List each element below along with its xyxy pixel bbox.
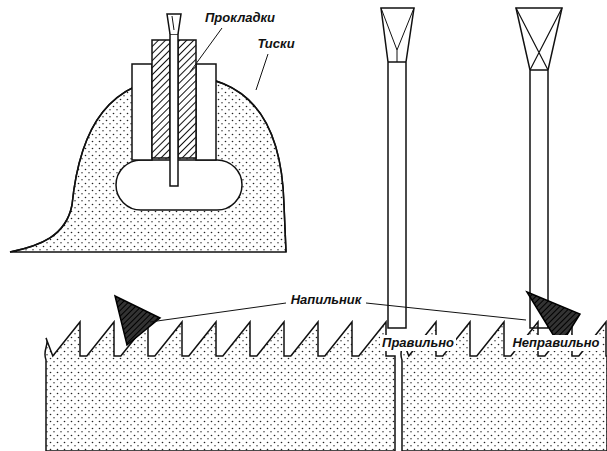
- blade-correct: [381, 8, 414, 328]
- leader-line: [256, 54, 268, 90]
- caption-label: Неправильно: [510, 335, 601, 351]
- blade-incorrect: [516, 8, 562, 328]
- caption-label: Правильно: [380, 335, 456, 351]
- vise: [10, 64, 286, 252]
- saw-teeth-left: [45, 322, 395, 451]
- saw-blade: [167, 14, 181, 186]
- part-label: Напильник: [289, 292, 364, 308]
- part-label: Тиски: [255, 36, 296, 52]
- leader-line: [150, 303, 286, 322]
- leader-line: [190, 28, 222, 72]
- file-section: [115, 296, 160, 345]
- part-label: Прокладки: [203, 10, 277, 26]
- leader-line: [366, 303, 526, 320]
